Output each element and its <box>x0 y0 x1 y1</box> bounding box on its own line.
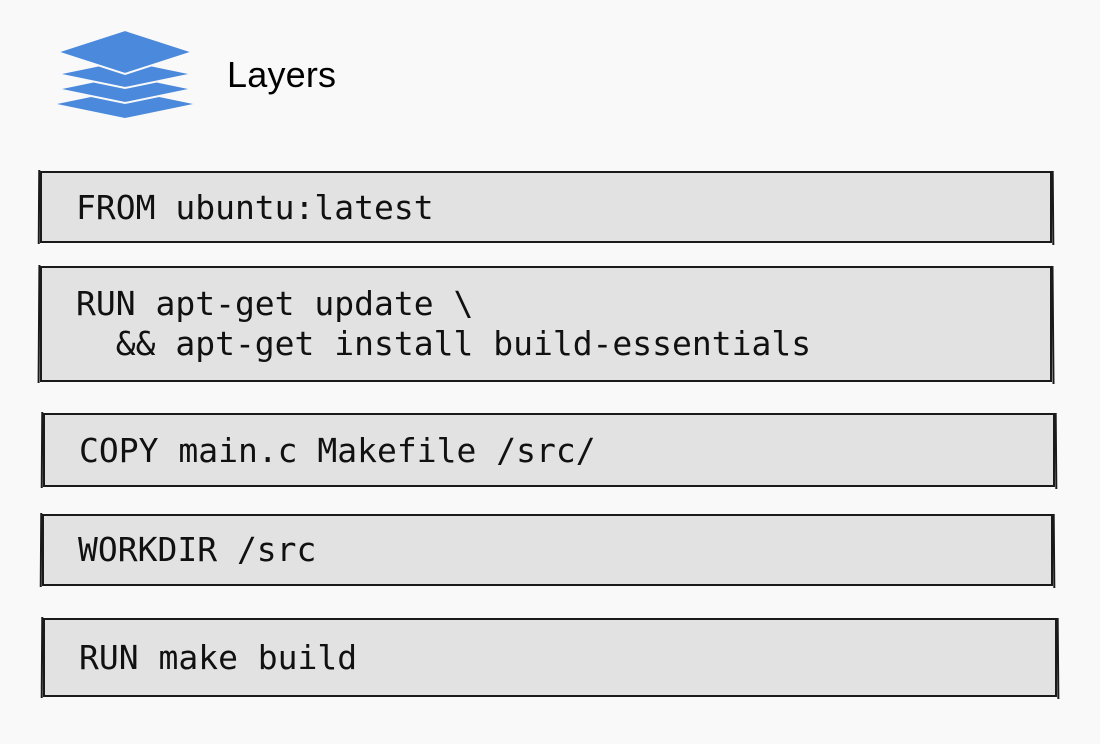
diagram-title: Layers <box>227 54 337 95</box>
layers-icon <box>55 28 195 120</box>
layer-instruction: RUN make build <box>79 638 358 677</box>
diagram-header: Layers <box>55 28 336 120</box>
layer-instruction: COPY main.c Makefile /src/ <box>79 431 596 470</box>
layer-instruction: RUN apt-get update \ && apt-get install … <box>76 284 812 363</box>
layer-instruction: WORKDIR /src <box>78 530 317 569</box>
layer-instruction: FROM ubuntu:latest <box>76 188 434 227</box>
layer-workdir: WORKDIR /src <box>42 514 1053 586</box>
layer-run-make: RUN make build <box>43 618 1057 697</box>
layer-from: FROM ubuntu:latest <box>40 171 1052 243</box>
layer-copy: COPY main.c Makefile /src/ <box>43 413 1055 487</box>
layer-run-apt: RUN apt-get update \ && apt-get install … <box>40 266 1052 382</box>
